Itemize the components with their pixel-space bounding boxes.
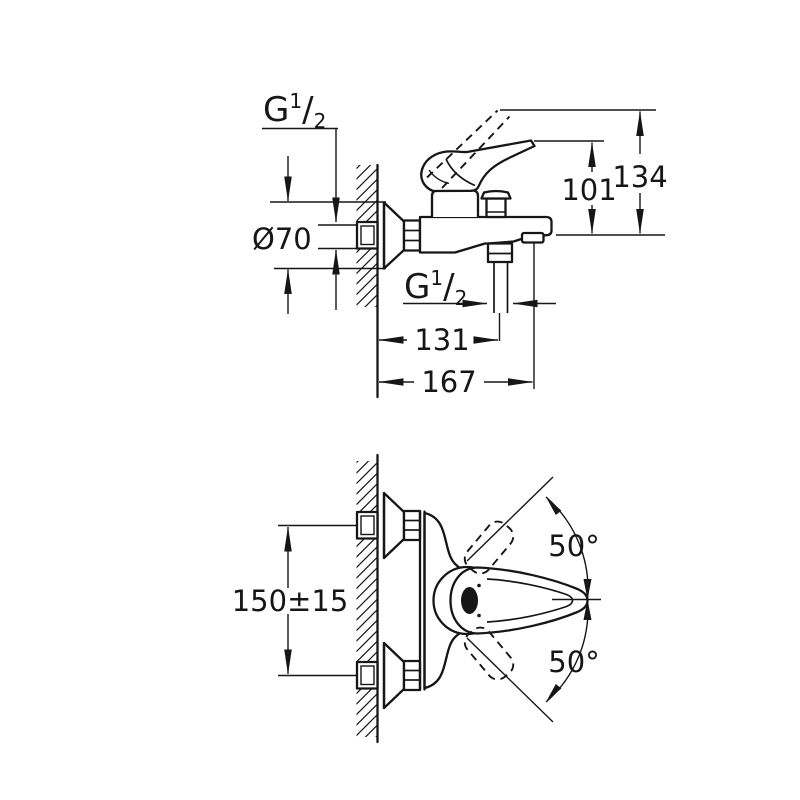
swing-lower-value: 50° — [548, 645, 599, 679]
mixer-body-side — [418, 215, 553, 254]
wall-section-side — [356, 163, 379, 399]
lever-swing-position-upper-dashed — [463, 520, 515, 575]
dimension-handle-height-101: 101 — [534, 140, 617, 234]
inlet-connection-lower — [355, 641, 422, 710]
dimension-escutcheon-diameter: Ø70 — [252, 156, 386, 314]
handle-raised-height-value: 134 — [612, 160, 667, 194]
dimension-swing-lower-50: 50° — [466, 599, 600, 723]
union-nut-side — [402, 219, 422, 252]
side-view-drawing: G1/2 Ø70 101 134 — [252, 89, 668, 399]
lever-raised-position-dashed — [426, 109, 511, 189]
dimension-wall-thread-g-half: G1/2 — [262, 89, 340, 310]
dimension-outlet-thread-g-half: G1/2 — [403, 266, 556, 310]
lever-handle-plan — [432, 565, 589, 636]
dimension-swing-upper-50: 50° — [466, 476, 601, 601]
swing-upper-value: 50° — [548, 529, 599, 563]
spout-reach-value: 167 — [421, 365, 476, 399]
handle-height-value: 101 — [561, 173, 616, 207]
lever-dot-upper — [477, 583, 481, 588]
lever-logo-recess — [461, 587, 478, 614]
diverter-knob — [480, 189, 512, 219]
wall-thread-label: G1/2 — [263, 89, 326, 133]
dimension-outlet-offset-131: 131 — [378, 313, 501, 357]
lever-handle-side — [420, 139, 536, 193]
wall-connection-fitting — [318, 220, 379, 250]
dimension-spout-reach-167: 167 — [378, 242, 535, 399]
wall-hatch — [356, 461, 378, 737]
spout-aerator — [520, 231, 545, 244]
escutcheon-side — [382, 201, 406, 270]
inlet-spacing-value: 150±15 — [232, 584, 349, 618]
dimension-handle-raised-height-134: 134 — [500, 109, 668, 236]
inlet-connection-upper — [355, 491, 422, 560]
lever-dot-lower — [477, 613, 481, 618]
dimension-inlet-spacing-150: 150±15 — [232, 524, 357, 677]
cartridge-base — [430, 189, 480, 217]
shower-outlet — [486, 242, 514, 313]
lever-swing-position-lower-dashed — [463, 626, 515, 681]
escutcheon-diameter-value: Ø70 — [252, 222, 312, 256]
wall-section-plan — [356, 453, 379, 744]
plan-view-drawing: 150±15 50° 50° — [232, 453, 601, 744]
outlet-offset-value: 131 — [414, 323, 469, 357]
